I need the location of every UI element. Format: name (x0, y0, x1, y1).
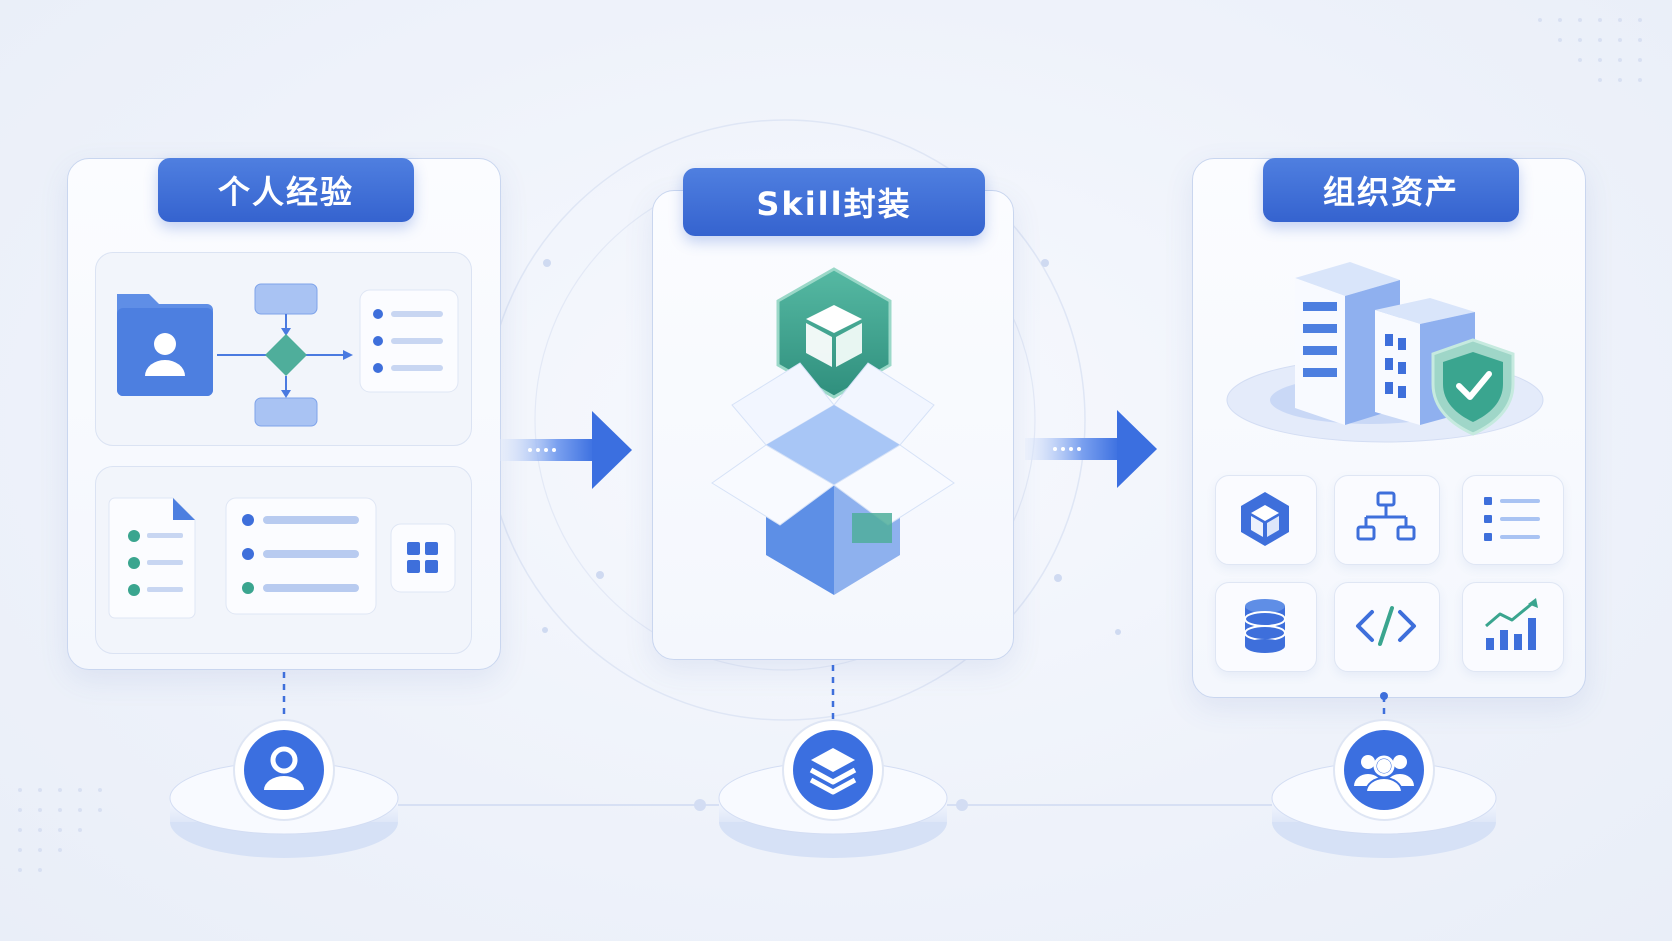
asset-tile-chart (1462, 582, 1564, 672)
stage-title-organization: 组织资产 (1263, 158, 1519, 222)
asset-tile-hierarchy (1334, 475, 1440, 565)
flow-arrow-2 (1025, 410, 1157, 488)
stage-title-personal: 个人经验 (158, 158, 414, 222)
cube-icon (1241, 492, 1289, 546)
layers-icon (782, 719, 884, 821)
skill-box-illustration (711, 267, 955, 595)
building-shield-illustration (1226, 262, 1544, 443)
user-folder-icon (117, 294, 213, 396)
list-icon (1484, 497, 1540, 541)
person-icon (233, 719, 335, 821)
group-icon (1333, 719, 1435, 821)
stage-title-skill: Skill封装 (683, 168, 985, 236)
skill-cube-hexagon-icon (776, 267, 892, 399)
flow-arrow-1 (500, 411, 632, 489)
documents-illustration (108, 497, 456, 619)
code-icon (1356, 606, 1416, 646)
hierarchy-icon (1356, 491, 1416, 541)
database-icon (1244, 599, 1286, 653)
workflow-diagram (117, 283, 459, 427)
chart-icon (1485, 598, 1538, 650)
shield-check-icon (1431, 338, 1515, 436)
